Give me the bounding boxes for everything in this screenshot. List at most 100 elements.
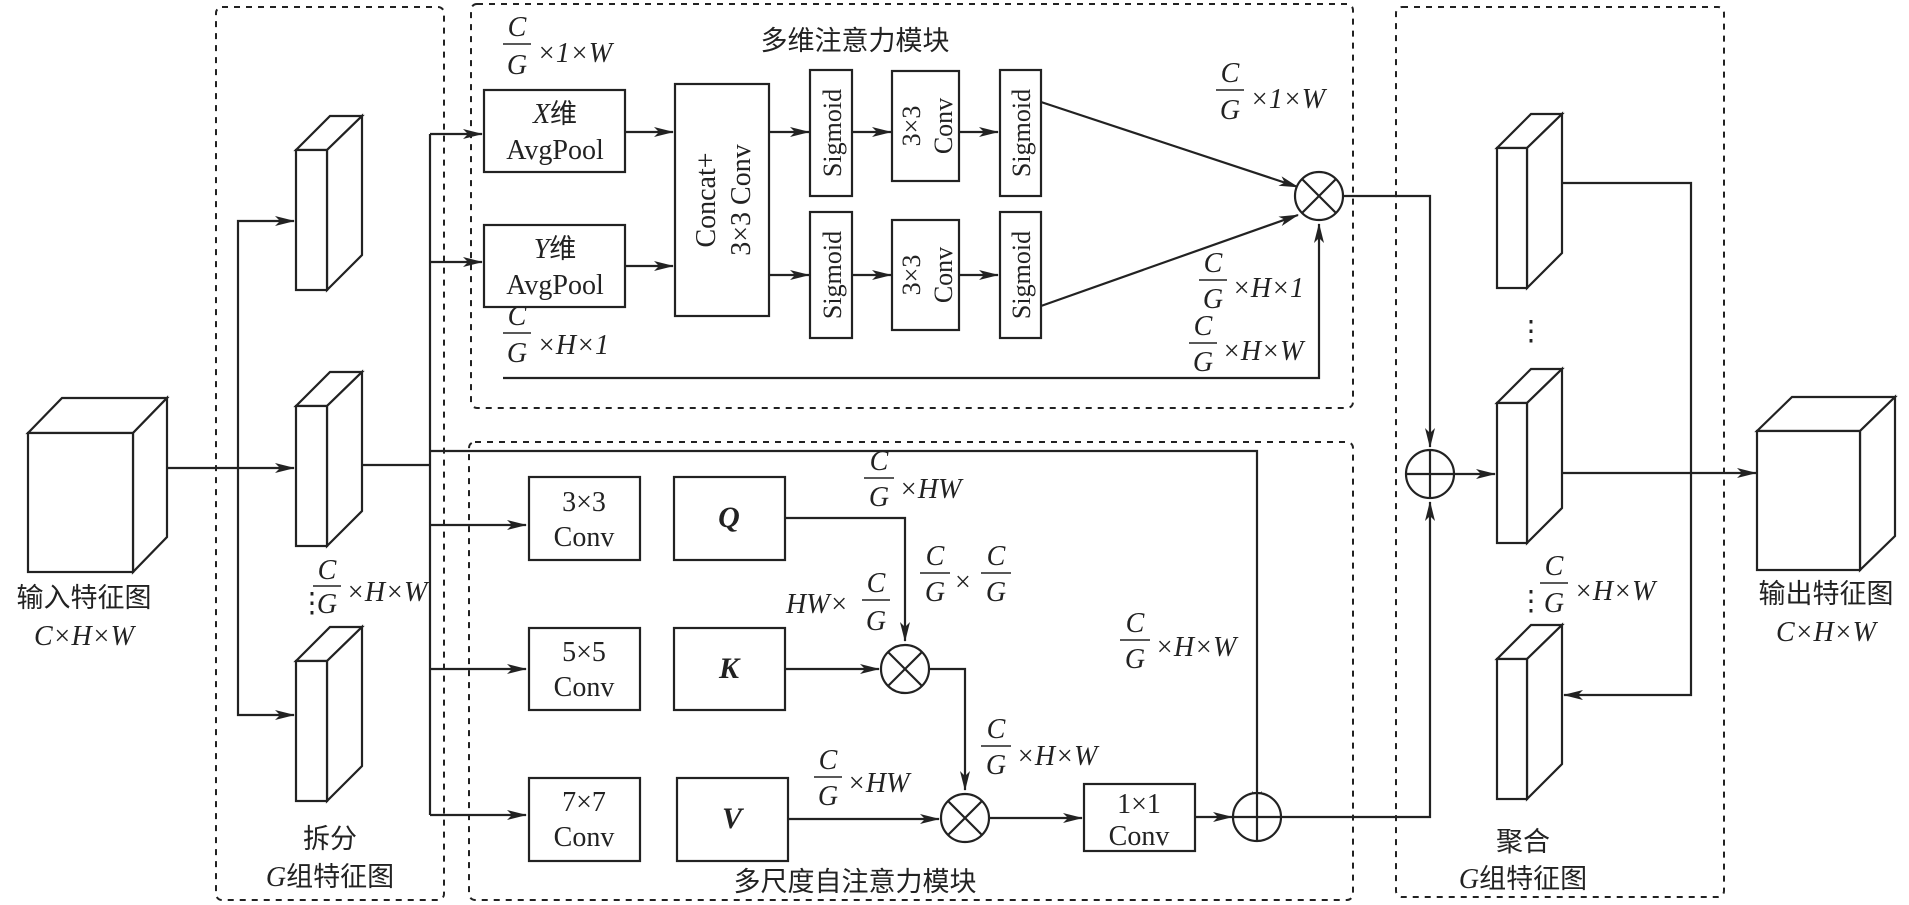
svg-text:×H×1: ×H×1 bbox=[1232, 273, 1304, 304]
sigmoid-top-2: Sigmoid bbox=[998, 68, 1043, 198]
multi-dim-multiply-op bbox=[1293, 170, 1345, 222]
output-title: 输出特征图 bbox=[1759, 579, 1894, 610]
concat-conv-box: Concat+ 3×3 Conv bbox=[673, 82, 771, 318]
svg-text:×1×W: ×1×W bbox=[537, 38, 615, 69]
v-out-dims: C G ×HW bbox=[814, 745, 912, 812]
svg-text:G: G bbox=[818, 781, 838, 812]
merge-group-boundary bbox=[1395, 6, 1725, 898]
output-feature-map-cube bbox=[1754, 394, 1898, 573]
svg-text:G: G bbox=[869, 482, 889, 513]
branch-to-slab-1-arrow bbox=[236, 216, 295, 468]
svg-text:C: C bbox=[926, 541, 945, 572]
split-subtitle: G组特征图 bbox=[266, 862, 394, 893]
self-attn-add-op bbox=[1231, 791, 1283, 843]
split-dims-label: C G ×H×W bbox=[313, 555, 430, 620]
svg-text:C: C bbox=[987, 541, 1006, 572]
output-dims: C×H×W bbox=[1776, 617, 1879, 648]
svg-text:HW×: HW× bbox=[785, 589, 848, 620]
merge-title: 聚合 bbox=[1496, 827, 1550, 858]
svg-text:7×7: 7×7 bbox=[562, 787, 606, 818]
svg-text:×HW: ×HW bbox=[899, 474, 964, 505]
svg-text:G: G bbox=[1193, 347, 1213, 378]
svg-text:AvgPool: AvgPool bbox=[506, 135, 604, 166]
input-dims: C×H×W bbox=[34, 621, 137, 652]
y-pool-input-dims: C G ×H×1 bbox=[503, 301, 609, 369]
svg-text:C: C bbox=[1545, 551, 1564, 582]
svg-text:×HW: ×HW bbox=[847, 768, 912, 799]
multi-dim-attention-boundary bbox=[470, 3, 1354, 409]
svg-text:3×3: 3×3 bbox=[897, 106, 926, 147]
svg-text:G: G bbox=[507, 338, 527, 369]
x-out-dims: C G ×1×W bbox=[1216, 58, 1328, 126]
svg-text:C: C bbox=[819, 745, 838, 776]
svg-text:C: C bbox=[867, 568, 886, 599]
merge-subtitle: G组特征图 bbox=[1459, 864, 1587, 895]
svg-text:Sigmoid: Sigmoid bbox=[1007, 89, 1036, 177]
svg-text:3×3 Conv: 3×3 Conv bbox=[726, 144, 757, 255]
svg-text:G: G bbox=[1220, 95, 1240, 126]
svg-text:Q: Q bbox=[718, 501, 740, 534]
svg-text:G: G bbox=[986, 577, 1006, 608]
svg-text:3×3: 3×3 bbox=[897, 255, 926, 296]
svg-text:C: C bbox=[508, 12, 527, 43]
conv1x1-box: 1×1 Conv bbox=[1082, 782, 1197, 853]
conv7x7-box: 7×7 Conv bbox=[527, 776, 642, 863]
merge-slab-3 bbox=[1494, 622, 1565, 802]
self-attn-skip-arrow bbox=[430, 449, 1262, 811]
svg-text:Concat+: Concat+ bbox=[691, 152, 722, 247]
conv3x3-box: 3×3 Conv bbox=[527, 475, 642, 562]
sigmoid-top-1: Sigmoid bbox=[808, 68, 854, 198]
split-slab-1 bbox=[293, 113, 365, 293]
svg-text:Y维: Y维 bbox=[534, 234, 577, 265]
svg-text:G: G bbox=[925, 577, 945, 608]
split-ellipsis: ⋮ bbox=[298, 588, 326, 619]
input-feature-map-cube bbox=[25, 395, 170, 575]
merge-ellipsis: ⋮ bbox=[1517, 316, 1545, 347]
svg-text:×H×W: ×H×W bbox=[1155, 632, 1239, 663]
conv3-bottom-box: 3×3 Conv bbox=[890, 218, 961, 332]
svg-text:G: G bbox=[986, 750, 1006, 781]
svg-text:Conv: Conv bbox=[554, 672, 615, 703]
svg-text:C: C bbox=[318, 555, 337, 586]
q-to-multiply-arrow bbox=[785, 516, 910, 642]
svg-text:Conv: Conv bbox=[1109, 821, 1170, 852]
sigmoid-bottom-to-multiply-arrow bbox=[1040, 213, 1299, 308]
x-pool-input-dims: C G ×1×W bbox=[503, 12, 615, 81]
svg-text:G: G bbox=[507, 50, 527, 81]
svg-text:C: C bbox=[870, 446, 889, 477]
split-slab-2 bbox=[293, 369, 365, 549]
svg-text:C: C bbox=[508, 301, 527, 332]
svg-text:G: G bbox=[317, 589, 337, 620]
svg-text:V: V bbox=[722, 802, 745, 835]
attn-out-dims: C G ×H×W bbox=[981, 714, 1100, 781]
multi-dim-skip-arrow bbox=[503, 223, 1324, 380]
svg-text:G: G bbox=[1125, 644, 1145, 675]
svg-text:X维: X维 bbox=[532, 99, 577, 130]
k-box: K bbox=[672, 626, 787, 712]
conv3-top-box: 3×3 Conv bbox=[890, 69, 961, 183]
svg-text:×H×W: ×H×W bbox=[1016, 741, 1100, 772]
svg-text:×: × bbox=[955, 567, 971, 598]
sigmoid-top-to-multiply-arrow bbox=[1040, 100, 1299, 189]
multi-dim-to-add-arrow bbox=[1343, 194, 1435, 448]
q-box: Q bbox=[672, 475, 787, 562]
conv5x5-box: 5×5 Conv bbox=[527, 626, 642, 712]
input-title: 输入特征图 bbox=[17, 583, 152, 614]
svg-text:Sigmoid: Sigmoid bbox=[818, 231, 847, 319]
svg-text:Conv: Conv bbox=[929, 247, 958, 303]
svg-text:Sigmoid: Sigmoid bbox=[818, 89, 847, 177]
qk-to-v-multiply-arrow bbox=[929, 667, 970, 791]
x-avgpool-box: X维 AvgPool bbox=[482, 88, 627, 174]
branch-to-slab-3-arrow bbox=[236, 468, 295, 720]
svg-text:Conv: Conv bbox=[554, 522, 615, 553]
qk-multiply-op bbox=[879, 643, 931, 695]
merge-slab-2 bbox=[1494, 366, 1565, 546]
svg-text:C: C bbox=[987, 714, 1006, 745]
sigmoid-bottom-2: Sigmoid bbox=[998, 210, 1043, 340]
multi-dim-skip-dims: C G ×H×W bbox=[1189, 311, 1306, 378]
svg-text:G: G bbox=[866, 606, 886, 637]
svg-text:C: C bbox=[1221, 58, 1240, 89]
self-attn-skip-dims: C G ×H×W bbox=[1120, 608, 1239, 675]
svg-text:×1×W: ×1×W bbox=[1250, 84, 1328, 115]
merge-slab-1 bbox=[1494, 111, 1565, 291]
